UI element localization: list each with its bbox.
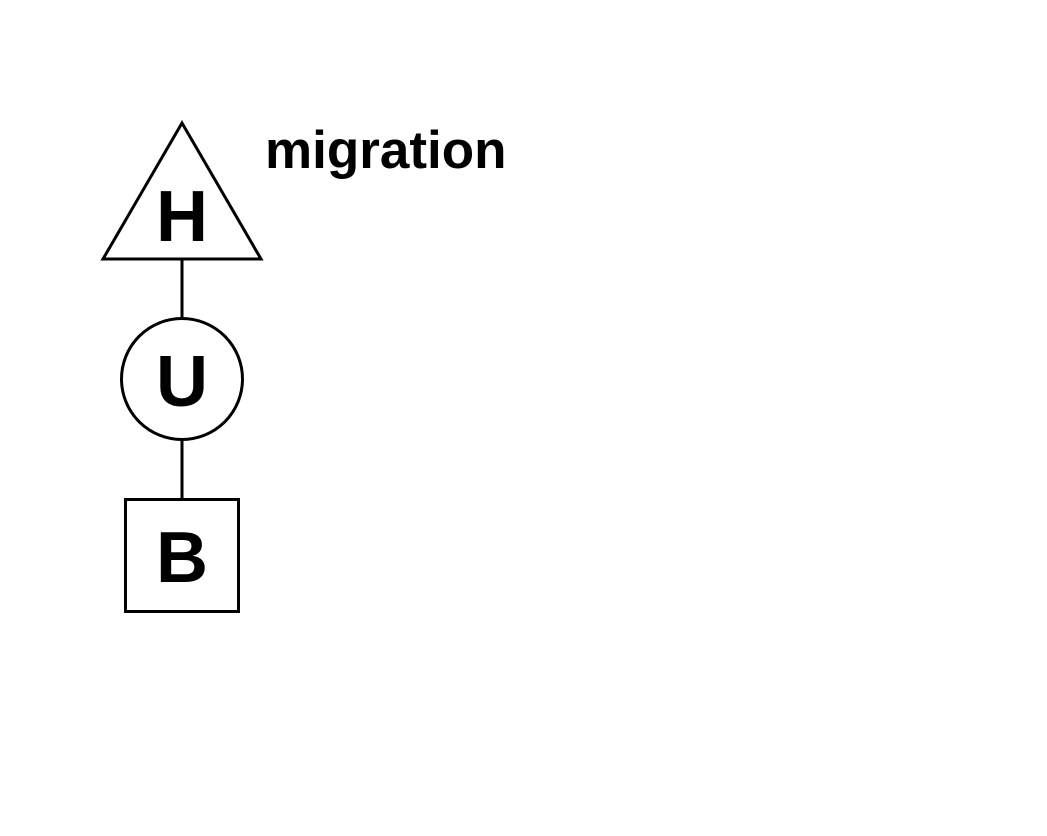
square-shape bbox=[124, 498, 240, 613]
triangle-shape bbox=[100, 120, 264, 261]
triangle-node-label: H bbox=[156, 177, 208, 257]
square-node: B bbox=[124, 498, 240, 613]
circle-node: U bbox=[120, 317, 244, 441]
circle-shape bbox=[120, 317, 244, 441]
triangle-node: H bbox=[100, 120, 264, 261]
square-node-label: B bbox=[156, 518, 208, 598]
diagram-caption: migration bbox=[265, 121, 506, 180]
circle-node-label: U bbox=[156, 342, 208, 422]
